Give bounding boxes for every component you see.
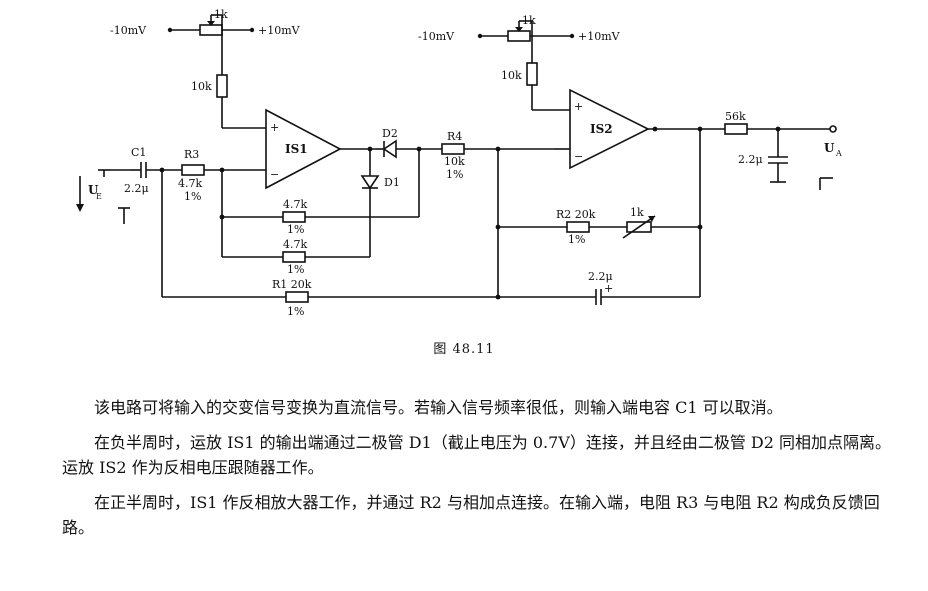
pot2-right-label: +10mV — [578, 30, 621, 43]
c1-value: 2.2μ — [124, 182, 149, 195]
paragraph-3: 在正半周时，IS1 作反相放大器工作，并通过 R2 与相加点连接。在输入端，电阻… — [62, 493, 880, 537]
rf-lower: 4.7k 1% — [222, 238, 370, 276]
op-amp-is2: + − IS2 — [555, 88, 725, 170]
r3-tol: 1% — [184, 190, 201, 203]
rf-lower-tol: 1% — [287, 263, 304, 276]
r2-label: R2 20k — [556, 208, 596, 221]
r4-value: 10k — [444, 155, 465, 168]
rf-upper-tol: 1% — [287, 223, 304, 236]
c-out-value: 2.2μ — [738, 153, 763, 166]
pot2: -10mV +10mV 1k — [418, 14, 621, 63]
rf-lower-value: 4.7k — [283, 238, 307, 251]
paragraph-1: 该电路可将输入的交变信号变换为直流信号。若输入信号频率很低，则输入端电容 C1 … — [94, 398, 783, 417]
pot1-left-label: -10mV — [110, 24, 147, 37]
r2-tol: 1% — [568, 233, 585, 246]
paragraph-2: 在负半周时，运放 IS1 的输出端通过二极管 D1（截止电压为 0.7V）连接，… — [62, 433, 891, 477]
r2-pot-value: 1k — [630, 206, 644, 219]
r3-value: 4.7k — [178, 177, 202, 190]
pot2-value: 1k — [522, 14, 536, 27]
r3: R3 4.7k 1% — [178, 148, 266, 203]
pot1-right-label: +10mV — [258, 24, 301, 37]
figure-caption: 图 48.11 — [433, 342, 495, 357]
svg-text:−: − — [574, 150, 583, 163]
svg-text:+: + — [270, 121, 279, 134]
d2: D2 — [376, 127, 442, 159]
r4-tol: 1% — [446, 168, 463, 181]
d1: D1 — [360, 149, 400, 257]
c-feedback-value: 2.2μ — [588, 270, 613, 283]
op-amp-is1: + − IS1 — [265, 108, 376, 190]
is1-label: IS1 — [285, 142, 308, 156]
rf-upper: 4.7k 1% — [221, 149, 420, 257]
c-out: 2.2μ — [738, 129, 788, 183]
r-bias1-label: 10k — [191, 80, 212, 93]
r-out: 56k — [724, 110, 837, 135]
c1-label: C1 — [131, 146, 146, 159]
is2-label: IS2 — [590, 122, 613, 136]
input-label: U — [88, 183, 99, 197]
d2-label: D2 — [382, 127, 398, 140]
r-bias2-label: 10k — [501, 69, 522, 82]
svg-text:+: + — [604, 282, 613, 295]
pot1-value: 1k — [214, 8, 228, 21]
output-sub: A — [835, 149, 842, 158]
input-port: U E — [76, 169, 130, 224]
c1: C1 2.2μ — [124, 146, 182, 195]
body-text: 该电路可将输入的交变信号变换为直流信号。若输入信号频率很低，则输入端电容 C1 … — [62, 395, 902, 550]
rf-upper-value: 4.7k — [283, 198, 307, 211]
r-bias2: 10k — [501, 62, 570, 111]
svg-text:−: − — [270, 168, 279, 181]
r1-label: R1 20k — [272, 278, 312, 291]
r1-tol: 1% — [287, 305, 304, 318]
r4: R4 10k 1% — [441, 130, 555, 181]
output-label: U — [824, 141, 835, 155]
r1-branch: R1 20k 1% — [161, 170, 596, 318]
r-out-value: 56k — [725, 110, 746, 123]
input-sub: E — [96, 192, 102, 201]
r-bias1: 10k — [191, 74, 266, 129]
svg-text:+: + — [574, 100, 583, 113]
pot1: -10mV +10mV 1k — [110, 8, 301, 75]
output-port: U A — [819, 141, 842, 190]
c-feedback: + 2.2μ — [588, 270, 700, 305]
r3-label: R3 — [184, 148, 199, 161]
d1-label: D1 — [384, 176, 400, 189]
circuit-schematic: -10mV +10mV 1k 10k U E C1 2.2μ R3 4.7k 1… — [76, 8, 842, 318]
pot2-left-label: -10mV — [418, 30, 455, 43]
r2-branch: R2 20k 1% 1k — [497, 129, 701, 297]
r4-label: R4 — [447, 130, 462, 143]
